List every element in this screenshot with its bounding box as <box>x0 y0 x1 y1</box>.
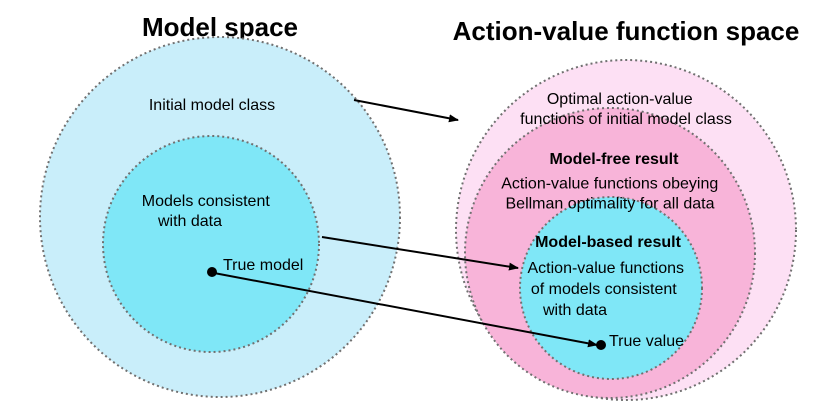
true-model-point <box>207 267 217 277</box>
model-free-result-label: Action-value functions obeying Bellman o… <box>501 176 722 213</box>
arrow-consistent-models-to-model-based <box>321 236 519 271</box>
model-based-line-1: Action-value functions <box>528 260 685 277</box>
action-value-space-title: Action-value function space <box>453 16 800 46</box>
model-free-line-2: Bellman optimality for all data <box>506 195 715 212</box>
model-based-line-3: with data <box>542 302 607 319</box>
arrow-true-model-to-true-value <box>213 272 598 348</box>
initial-model-class-label: Initial model class <box>149 97 275 114</box>
true-value-point <box>596 340 606 350</box>
models-consistent-line-1: Models consistent <box>142 193 271 210</box>
models-consistent-line-2: with data <box>157 213 222 230</box>
models-consistent-label: Models consistent with data <box>142 193 275 230</box>
model-based-result-circle <box>519 196 703 380</box>
optimal-action-value-line-2: functions of initial model class <box>520 111 732 128</box>
true-model-label: True model <box>223 257 303 274</box>
model-free-result-heading: Model-free result <box>550 151 680 168</box>
model-based-result-label: Action-value functions of models consist… <box>528 260 689 319</box>
true-value-label: True value <box>609 333 684 350</box>
model-based-result-heading: Model-based result <box>535 234 681 251</box>
optimal-action-value-line-1: Optimal action-value <box>547 91 693 108</box>
model-free-line-1: Action-value functions obeying <box>501 176 718 193</box>
models-consistent-circle <box>102 135 320 353</box>
model-based-line-2: of models consistent <box>531 281 677 298</box>
optimal-action-value-label: Optimal action-value functions of initia… <box>520 91 732 128</box>
arrow-initial-class-to-optimal <box>353 99 459 123</box>
